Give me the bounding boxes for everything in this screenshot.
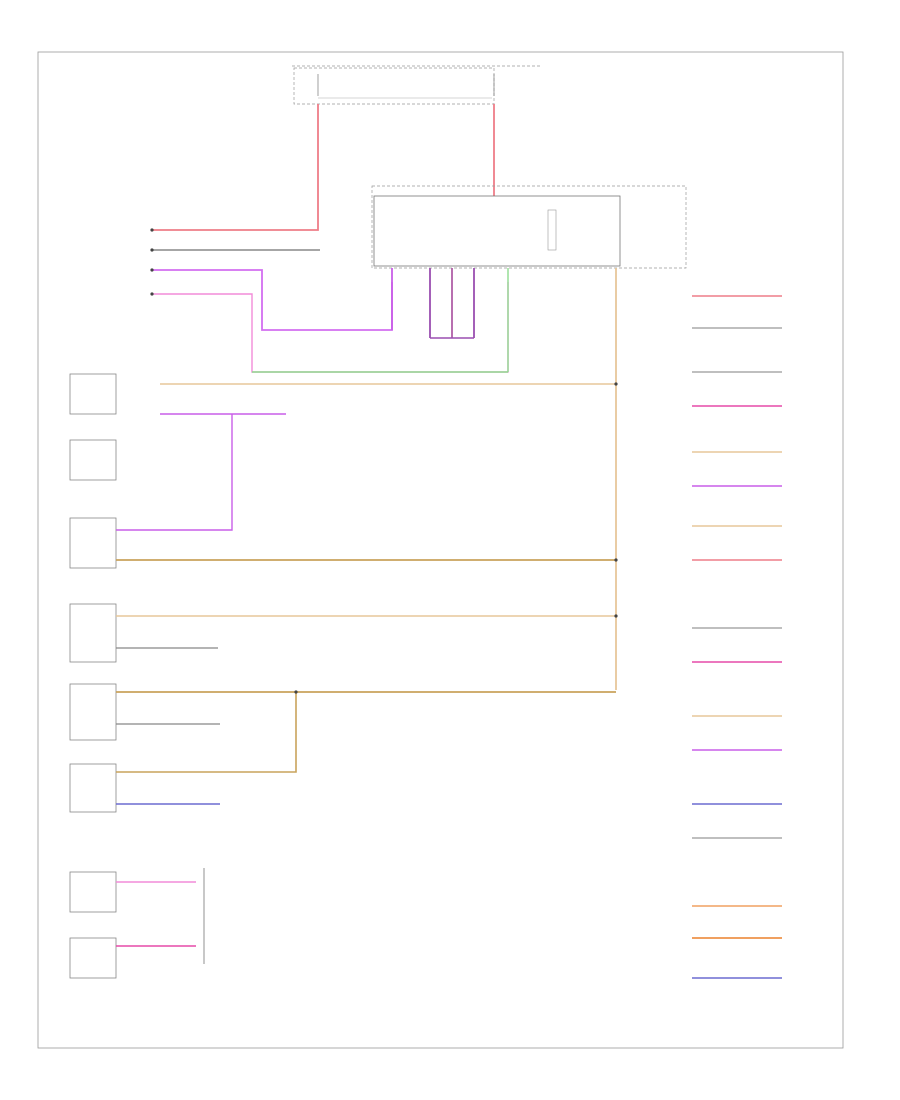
component-box-6 <box>69 763 117 813</box>
splice-dot <box>150 248 154 252</box>
splice-dot <box>150 292 154 296</box>
fuse-panel <box>293 67 495 105</box>
splice-dot <box>150 228 154 232</box>
splice-dot <box>150 268 154 272</box>
component-box-8 <box>69 937 117 979</box>
wire-pink-ignition <box>152 282 509 373</box>
splice-dot <box>294 690 298 694</box>
splice-dot <box>614 382 618 386</box>
component-box-4 <box>69 603 117 663</box>
wire-violet-ignition <box>152 269 393 331</box>
component-box-3 <box>69 517 117 569</box>
wire-violet-3 <box>116 414 233 531</box>
splice-dot <box>614 614 618 618</box>
component-box-5 <box>69 683 117 741</box>
component-box-1 <box>69 373 117 415</box>
component-box-2 <box>69 439 117 481</box>
central-module-inner <box>373 195 621 267</box>
central-module-box <box>371 185 687 269</box>
wire-red-fuse-left <box>152 104 319 231</box>
splice-dot <box>614 558 618 562</box>
component-box-7 <box>69 871 117 913</box>
wire-olive-3 <box>116 692 297 773</box>
right-connectors <box>692 295 782 979</box>
central-module-ic <box>547 209 557 251</box>
diagram-border <box>37 51 844 1049</box>
